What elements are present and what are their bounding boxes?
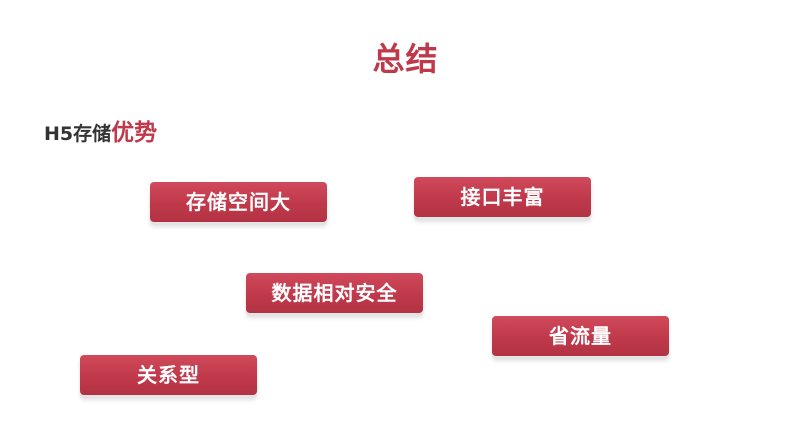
advantage-tag-relational: 关系型 [80, 355, 257, 395]
advantage-tag-save-traffic: 省流量 [492, 316, 669, 356]
advantage-tag-rich-api: 接口丰富 [414, 177, 591, 217]
subtitle-prefix: H5存储 [44, 123, 112, 145]
advantage-tag-storage-space: 存储空间大 [150, 182, 327, 222]
slide-subtitle: H5存储优势 [44, 113, 157, 147]
advantage-tag-data-security: 数据相对安全 [246, 273, 423, 313]
subtitle-accent: 优势 [111, 120, 158, 146]
slide-title: 总结 [372, 40, 439, 78]
